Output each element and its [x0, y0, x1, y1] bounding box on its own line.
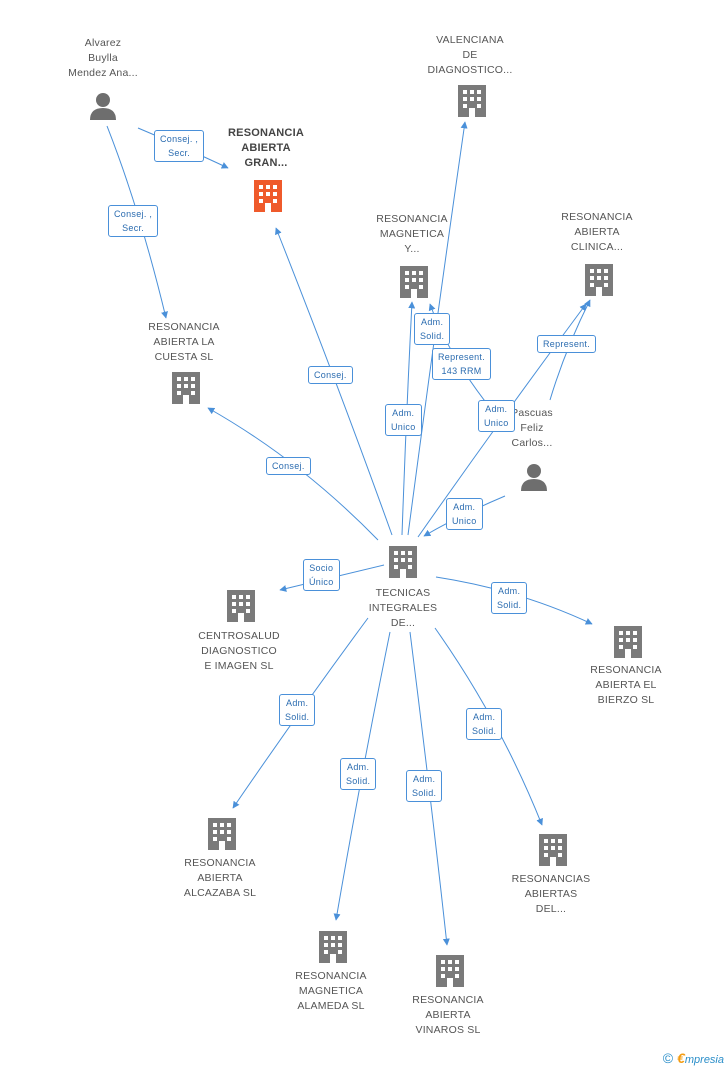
node-label: VALENCIANA DE DIAGNOSTICO... [427, 34, 513, 76]
edge-tec-gran [275, 227, 393, 536]
person-icon [90, 93, 116, 120]
node-label: RESONANCIA MAGNETICA ALAMEDA SL [295, 970, 367, 1012]
edge-label-alvarez-gran[interactable]: Consej. , Secr. [154, 130, 205, 162]
building-icon [458, 85, 486, 117]
node-label: TECNICAS INTEGRALES DE... [368, 587, 438, 629]
node-la-cuesta[interactable]: RESONANCIA ABIERTA LA CUESTA SL [114, 320, 254, 410]
edge-label-tec-resdel[interactable]: Adm. Solid. [466, 708, 503, 740]
building-icon [319, 931, 347, 963]
building-icon [400, 266, 428, 298]
building-icon [539, 834, 567, 866]
node-vinaros[interactable]: RESONANCIA ABIERTA VINAROS SL [378, 953, 518, 1043]
edge-label-tec-valenciana[interactable]: Represent. 143 RRM [432, 348, 492, 380]
node-label: CENTROSALUD DIAGNOSTICO E IMAGEN SL [198, 630, 280, 672]
edge-label-tec-alameda[interactable]: Adm. Solid. [340, 758, 377, 790]
node-label: RESONANCIA ABIERTA GRAN... [228, 127, 304, 169]
node-resonancias-del[interactable]: RESONANCIAS ABIERTAS DEL... [481, 832, 621, 922]
node-bierzo[interactable]: RESONANCIA ABIERTA EL BIERZO SL [556, 624, 696, 714]
node-alameda[interactable]: RESONANCIA MAGNETICA ALAMEDA SL [261, 929, 401, 1019]
building-icon [614, 626, 642, 658]
building-icon [585, 264, 613, 296]
edge-label-tec-bierzo[interactable]: Adm. Solid. [491, 582, 528, 614]
node-label: RESONANCIAS ABIERTAS DEL... [511, 873, 591, 915]
node-tecnicas[interactable]: TECNICAS INTEGRALES DE... [333, 544, 473, 634]
node-label: RESONANCIA MAGNETICA Y... [376, 213, 448, 255]
node-alvarez[interactable]: Alvarez Buylla Mendez Ana... [33, 36, 173, 126]
edge-label-tec-vinaros[interactable]: Adm. Solid. [406, 770, 443, 802]
edge-label-tec-alcazaba[interactable]: Adm. Solid. [279, 694, 316, 726]
node-alcazaba[interactable]: RESONANCIA ABIERTA ALCAZABA SL [150, 816, 290, 906]
edge-label-pascuas-tec[interactable]: Adm. Unico [446, 498, 483, 530]
node-label: Alvarez Buylla Mendez Ana... [68, 37, 138, 79]
brand-logo-initial: € [677, 1050, 685, 1066]
building-icon [227, 590, 255, 622]
node-centrosalud[interactable]: CENTROSALUD DIAGNOSTICO E IMAGEN SL [169, 588, 309, 678]
edge-label-tec-clinica[interactable]: Adm. Unico [478, 400, 515, 432]
building-icon [172, 372, 200, 404]
node-pascuas[interactable]: Pascuas Feliz Carlos... [462, 406, 602, 496]
node-label: RESONANCIA ABIERTA ALCAZABA SL [183, 857, 257, 899]
copyright-icon: © [662, 1050, 674, 1066]
building-icon [208, 818, 236, 850]
person-icon [521, 464, 547, 491]
node-label: Pascuas Feliz Carlos... [511, 407, 553, 449]
edge-label-tec-centrosalud[interactable]: Socio Único [303, 559, 340, 591]
node-label: RESONANCIA ABIERTA VINAROS SL [412, 994, 484, 1036]
edge-label-tec-magy[interactable]: Adm. Unico [385, 404, 422, 436]
node-valenciana[interactable]: VALENCIANA DE DIAGNOSTICO... [400, 33, 540, 123]
edge-label-tec-cuesta[interactable]: Consej. [266, 457, 311, 475]
node-resonancia-gran[interactable]: RESONANCIA ABIERTA GRAN... [196, 126, 336, 216]
node-magnetica-y[interactable]: RESONANCIA MAGNETICA Y... [342, 212, 482, 302]
node-label: RESONANCIA ABIERTA LA CUESTA SL [148, 321, 220, 363]
building-icon [436, 955, 464, 987]
brand-logo-text: mpresia [684, 1054, 724, 1066]
edge-label-tec-gran[interactable]: Consej. [308, 366, 353, 384]
node-label: RESONANCIA ABIERTA CLINICA... [561, 211, 633, 253]
building-icon-focus [254, 180, 282, 212]
building-icon [389, 546, 417, 578]
edge-label-pascuas-magy[interactable]: Adm. Solid. [414, 313, 451, 345]
brand-footer: ©€mpresia [663, 1050, 724, 1066]
node-label: RESONANCIA ABIERTA EL BIERZO SL [590, 664, 662, 706]
edge-label-pascuas-clinica[interactable]: Represent. [537, 335, 597, 353]
node-clinica[interactable]: RESONANCIA ABIERTA CLINICA... [527, 210, 667, 300]
edge-label-alvarez-cuesta[interactable]: Consej. , Secr. [108, 205, 159, 237]
